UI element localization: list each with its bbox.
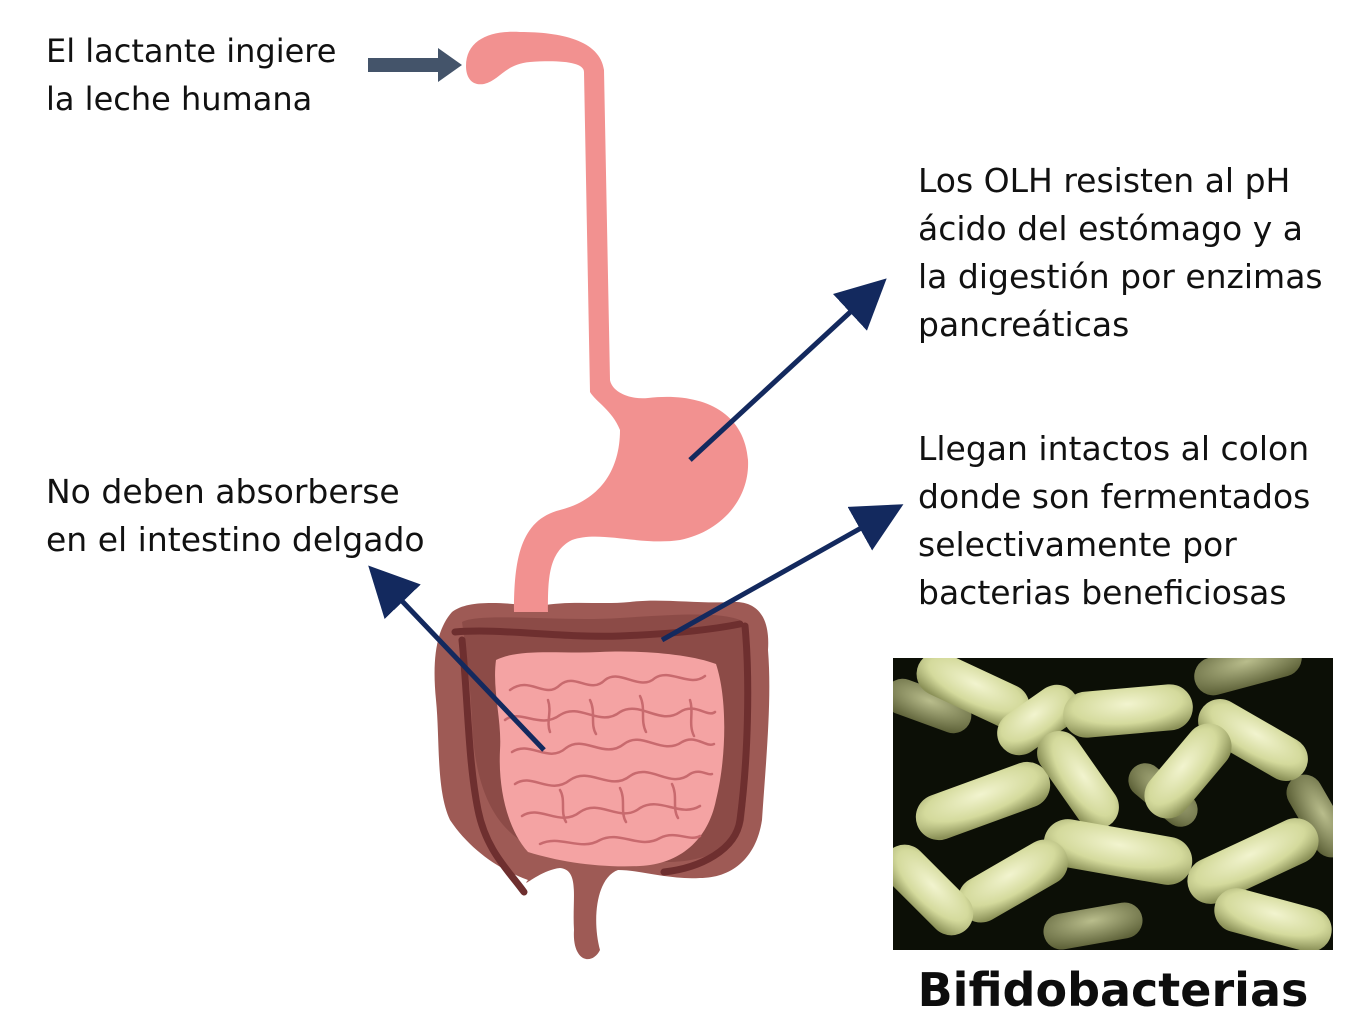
small-intestine [495, 652, 724, 867]
bifidobacterias-caption: Bifidobacterias [893, 962, 1333, 1018]
esophagus-stomach [466, 32, 748, 612]
bacteria-image [893, 658, 1333, 950]
ingest-arrow-icon [368, 48, 462, 82]
bifidobacteria-micrograph [893, 658, 1333, 950]
stomach-callout-arrow [690, 292, 872, 460]
